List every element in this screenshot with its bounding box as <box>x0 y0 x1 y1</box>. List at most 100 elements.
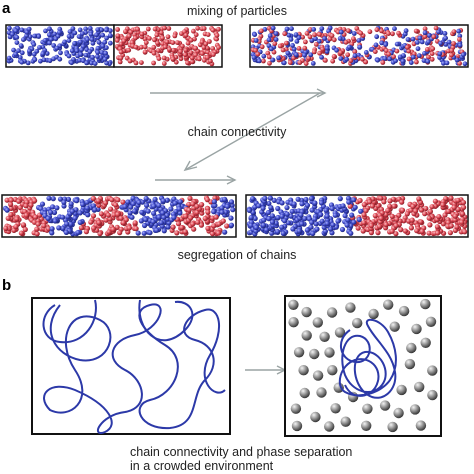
red-particle <box>121 38 127 44</box>
red-particle <box>161 55 167 61</box>
blue-particle <box>77 219 83 225</box>
red-particle <box>297 60 303 65</box>
red-particle <box>368 223 374 229</box>
blue-particle <box>324 213 330 219</box>
blue-particle <box>211 209 217 215</box>
red-particle <box>345 28 351 34</box>
red-particle <box>166 26 172 31</box>
blue-particle <box>302 216 308 222</box>
blue-particle <box>125 199 131 205</box>
blue-particle <box>319 54 324 60</box>
red-particle <box>302 45 308 51</box>
red-particle <box>391 54 396 60</box>
red-particle <box>409 217 415 223</box>
crowder-particle <box>383 299 394 310</box>
red-particle <box>267 60 272 66</box>
red-particle <box>317 50 322 56</box>
crowder-particle <box>301 306 312 318</box>
red-particle <box>303 39 308 45</box>
blue-particle <box>284 26 290 32</box>
blue-particle <box>457 42 463 48</box>
blue-particle <box>18 43 24 48</box>
blue-particle <box>261 217 267 223</box>
red-particle <box>426 230 432 236</box>
red-particle <box>196 56 202 62</box>
red-particle <box>296 46 302 51</box>
red-particle <box>361 212 367 218</box>
red-particle <box>188 215 194 221</box>
blue-particle <box>351 197 357 203</box>
red-particle <box>205 55 210 60</box>
blue-particle <box>77 27 83 33</box>
blue-particle <box>346 44 352 50</box>
red-particle <box>369 203 375 209</box>
red-particle <box>123 29 128 34</box>
blue-particle <box>161 214 167 220</box>
blue-particle <box>78 39 83 45</box>
crowder-particle <box>379 400 391 411</box>
blue-particle <box>332 212 338 218</box>
red-particle <box>209 231 216 237</box>
red-particle <box>323 58 328 63</box>
blue-particle <box>256 203 262 209</box>
blue-particle <box>104 45 109 51</box>
red-particle <box>20 222 27 228</box>
red-particle <box>3 225 9 231</box>
red-particle <box>401 218 407 224</box>
blue-particle <box>436 29 441 35</box>
red-particle <box>205 209 211 215</box>
red-particle <box>396 30 401 36</box>
red-particle <box>452 213 458 219</box>
blue-particle <box>288 37 294 42</box>
blue-particle <box>151 203 157 209</box>
blue-particle <box>324 49 330 54</box>
blue-particle <box>345 195 352 201</box>
blue-particle <box>351 219 357 225</box>
red-particle <box>32 214 39 220</box>
blue-particle <box>135 230 141 236</box>
blue-particle <box>273 31 279 36</box>
red-particle <box>427 208 433 215</box>
compact-polymer-chain <box>338 318 397 399</box>
crowder-particle <box>309 348 320 360</box>
blue-particle <box>330 222 336 228</box>
blue-particle <box>49 230 55 236</box>
blue-particle <box>40 51 46 57</box>
red-particle <box>408 225 414 231</box>
blue-particle <box>141 230 147 236</box>
blue-particle <box>426 39 431 45</box>
crowder-particle <box>414 381 425 393</box>
blue-particle <box>314 226 320 232</box>
blue-particle <box>129 214 135 220</box>
blue-particle <box>13 28 19 34</box>
blue-particle <box>92 61 98 66</box>
red-particle <box>413 208 419 214</box>
red-particle <box>174 230 180 236</box>
blue-particle <box>104 27 109 33</box>
blue-particle <box>72 41 77 46</box>
red-particle <box>429 56 435 62</box>
blue-particle <box>345 217 351 223</box>
red-particle <box>170 56 176 62</box>
blue-particle <box>176 206 182 212</box>
blue-particle <box>267 33 273 39</box>
blue-particle <box>83 26 88 32</box>
red-particle <box>329 33 335 38</box>
red-particle <box>406 56 412 62</box>
red-particle <box>97 231 103 237</box>
blue-particle <box>171 214 177 221</box>
blue-particle <box>319 218 325 224</box>
blue-particle <box>68 221 74 227</box>
crowder-particle <box>310 411 321 423</box>
blue-particle <box>39 201 46 207</box>
blue-particle <box>352 204 358 210</box>
blue-particle <box>51 43 57 48</box>
blue-particle <box>426 33 432 38</box>
red-particle <box>207 39 212 44</box>
red-particle <box>126 33 132 39</box>
blue-particle <box>89 60 94 66</box>
blue-particle <box>219 205 225 211</box>
red-particle <box>451 41 456 46</box>
blue-particle <box>17 55 23 60</box>
blue-particle <box>68 201 74 207</box>
